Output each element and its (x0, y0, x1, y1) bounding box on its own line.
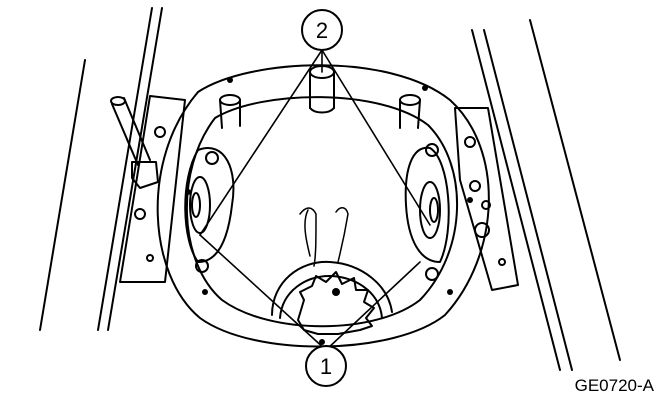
housing-inner-opening (185, 96, 459, 328)
right-axle-tube (471, 19, 621, 371)
callout-1: 1 (305, 345, 347, 387)
ring-gear (271, 260, 393, 335)
callout-2-label: 2 (316, 18, 328, 43)
vent-tube (110, 96, 159, 189)
right-mounting-plate (454, 107, 519, 291)
callout-2-leaders (199, 49, 431, 236)
right-bearing-cap (404, 143, 450, 281)
callout-1-leaders (199, 234, 421, 351)
figure-id: GE0720-A (574, 376, 654, 395)
flange-bolt-holes (185, 77, 473, 345)
top-bearing-post-right (399, 94, 421, 129)
sensor-wires (299, 207, 349, 267)
top-bearing-post-center (309, 65, 335, 114)
callout-1-label: 1 (320, 354, 332, 379)
left-mounting-plate (119, 95, 186, 283)
left-axle-tube (39, 7, 163, 331)
top-bearing-post-left (219, 94, 241, 129)
left-bearing-cap (184, 147, 235, 273)
housing-outer-flange (156, 64, 490, 348)
callout-2: 2 (301, 9, 343, 51)
